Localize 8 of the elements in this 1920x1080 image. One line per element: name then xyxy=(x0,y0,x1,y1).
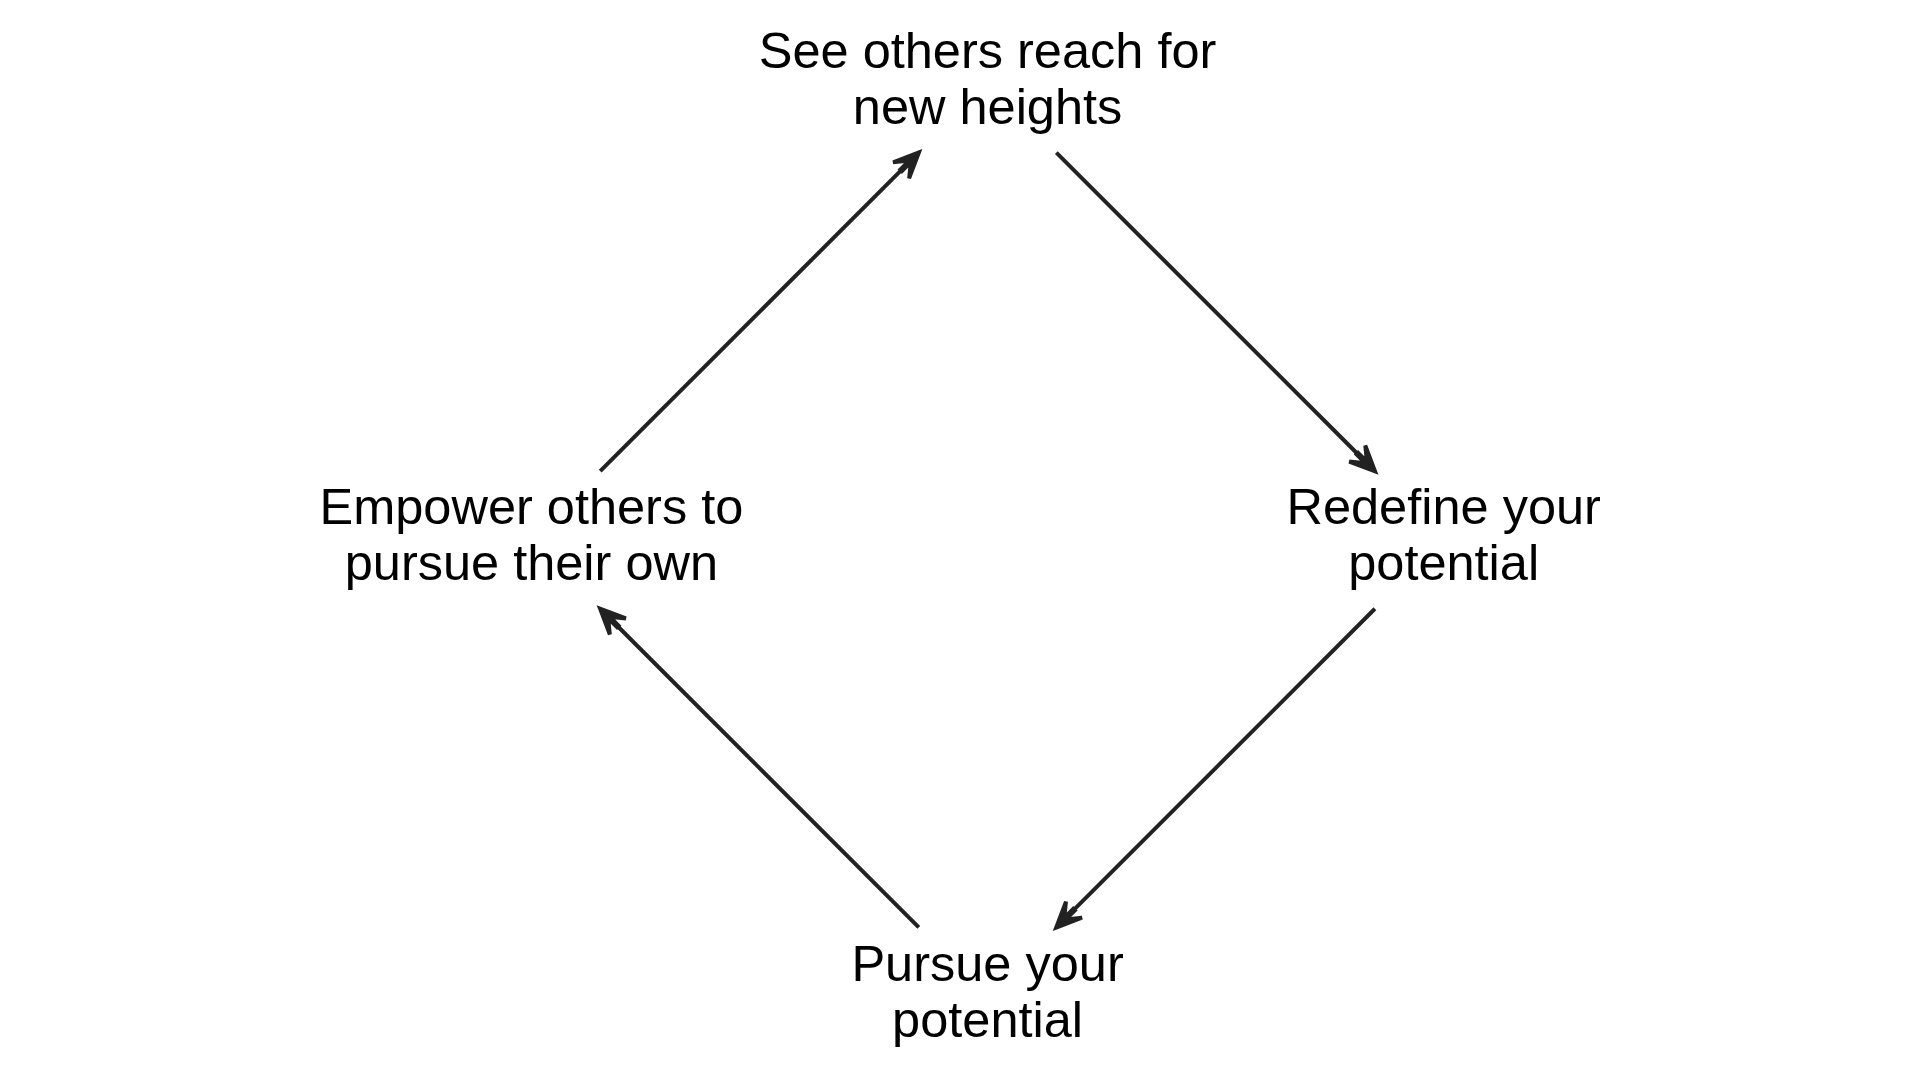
arrow xyxy=(597,606,920,929)
arrow xyxy=(1054,151,1377,474)
arrow xyxy=(598,150,921,473)
node-text: Redefine your potential xyxy=(1285,478,1601,592)
node-text: Pursue your potential xyxy=(850,934,1124,1048)
arrow xyxy=(1053,607,1376,930)
node-text: See others reach for new heights xyxy=(758,22,1216,136)
node-text: Empower others to pursue their own xyxy=(319,478,743,592)
